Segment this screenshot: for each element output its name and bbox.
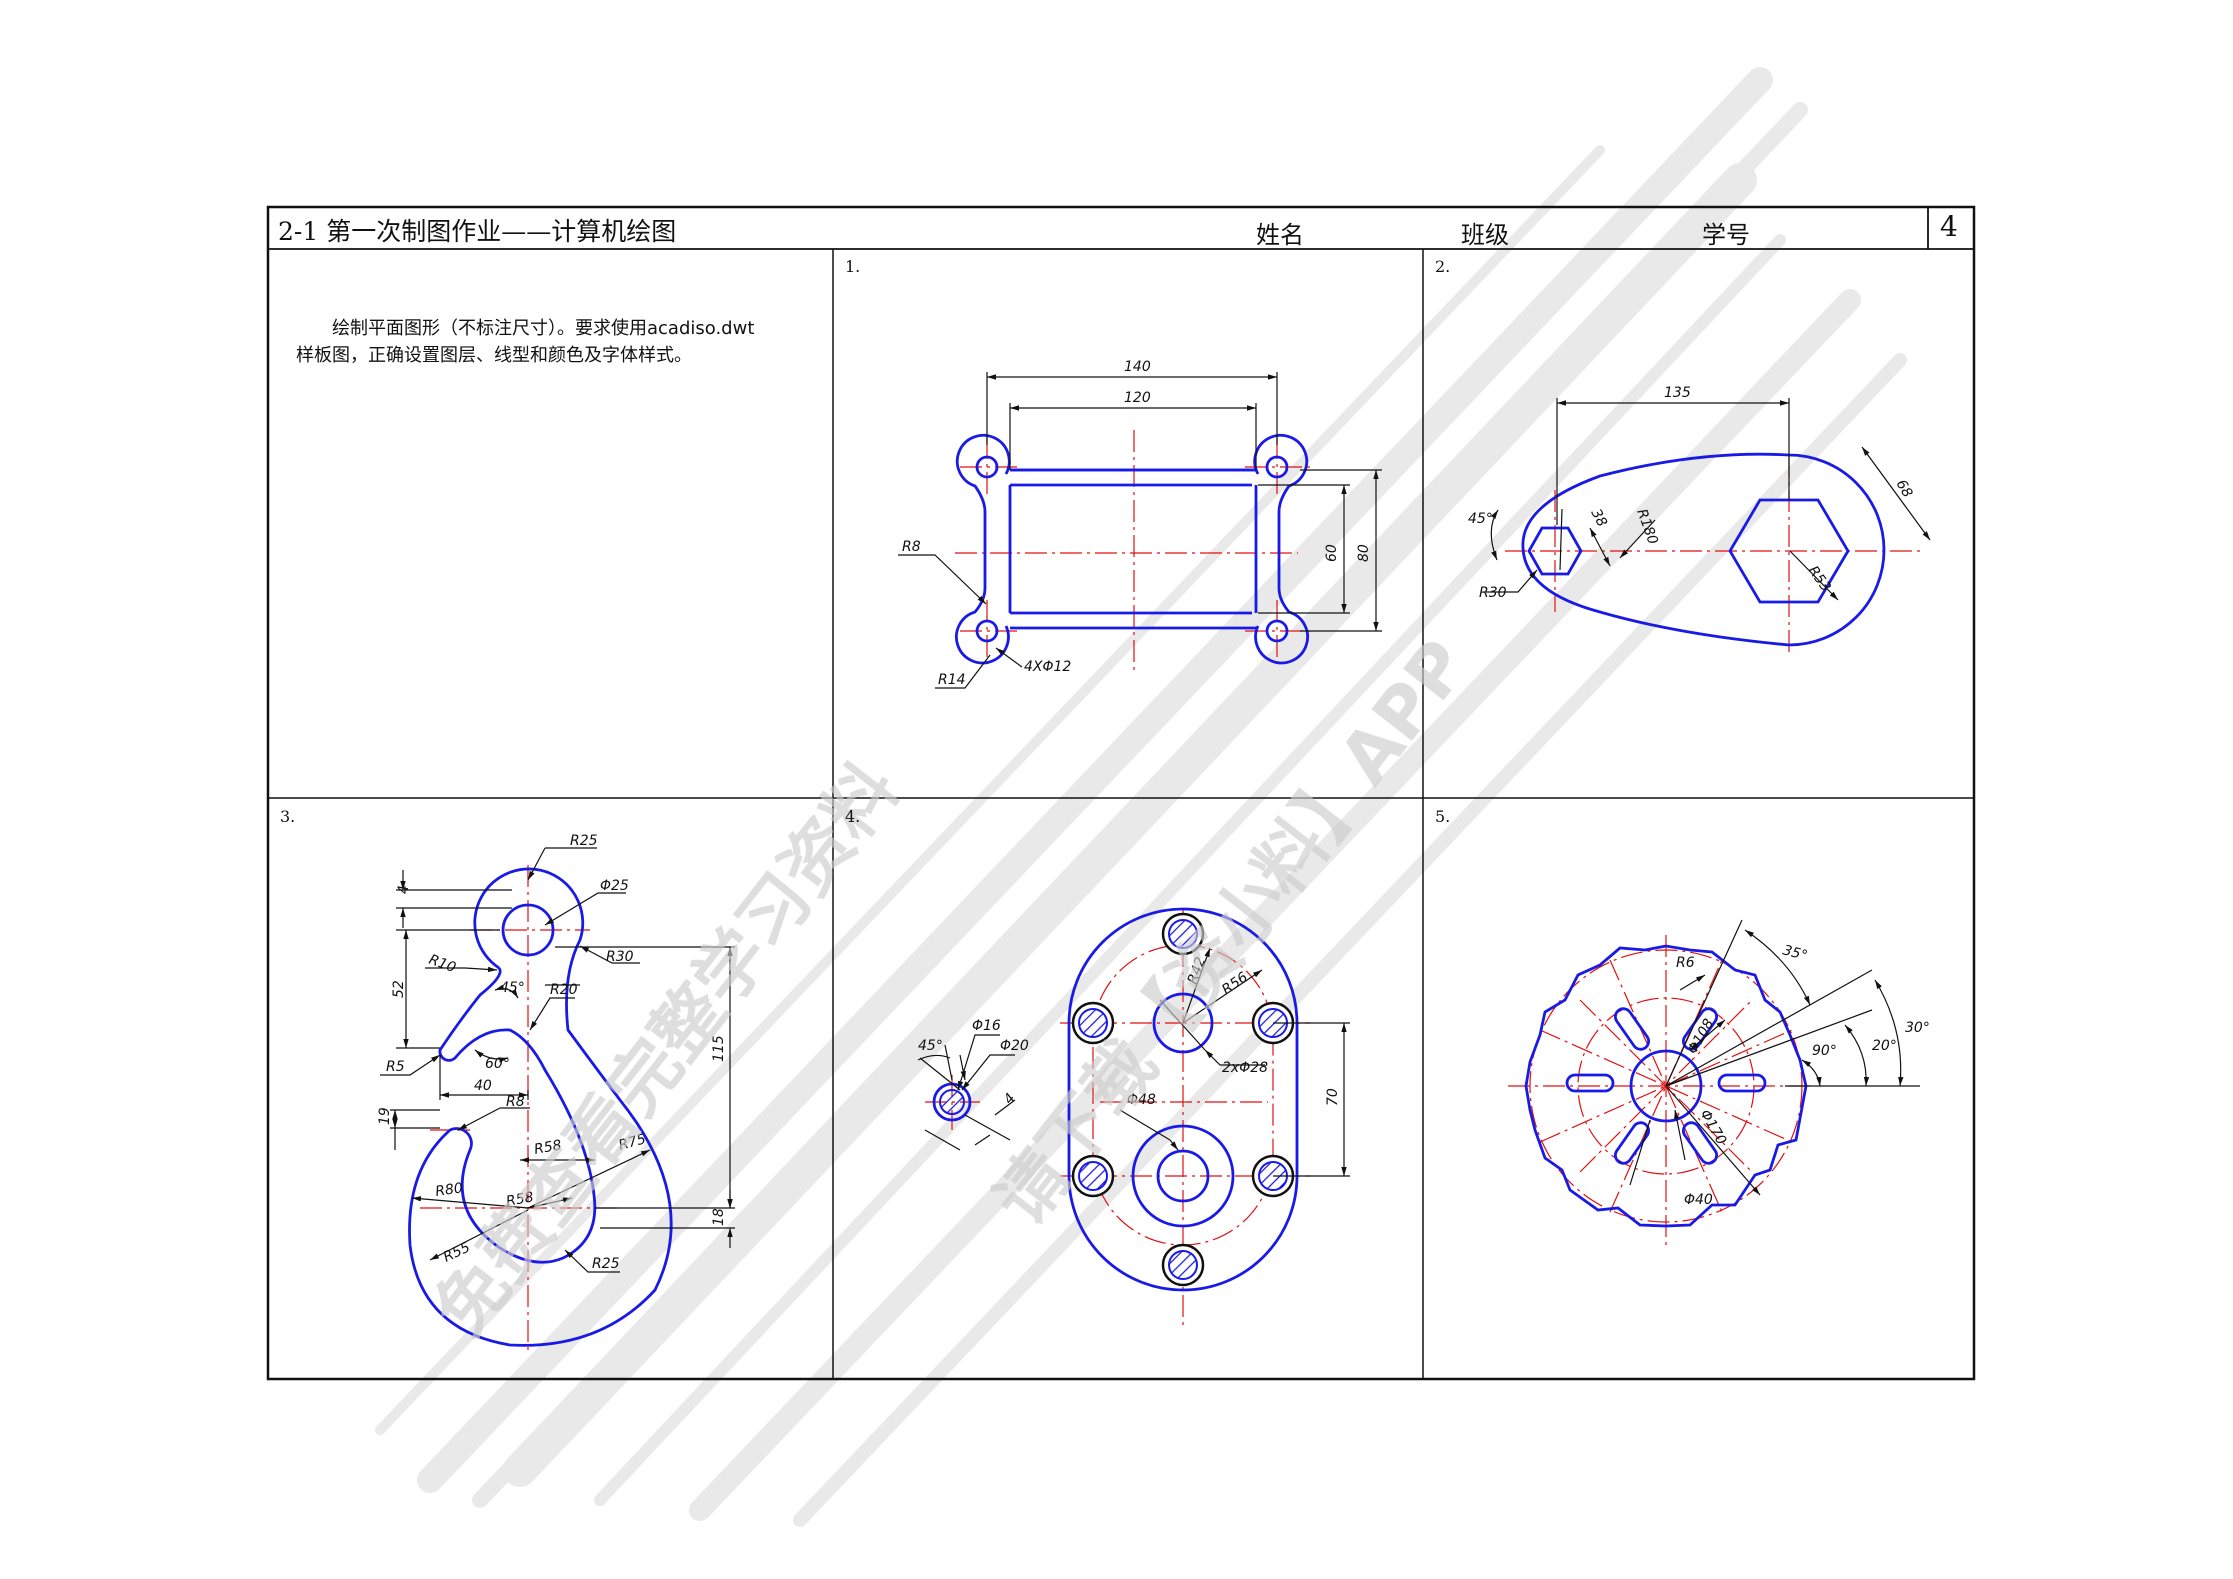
dim-text: R8 <box>902 539 921 555</box>
dim-text: 20° <box>1872 1038 1897 1054</box>
dim-text: 120 <box>1124 390 1151 406</box>
dim-text: R6 <box>1676 955 1695 971</box>
dim-text: R80 <box>434 1180 464 1200</box>
dim-text: R8 <box>506 1094 525 1110</box>
dim-text: R30 <box>606 949 634 965</box>
dim-text: Φ20 <box>1000 1038 1029 1054</box>
class-label: 班级 <box>1461 221 1509 249</box>
instructions-line-2: 样板图，正确设置图层、线型和颜色及字体样式。 <box>296 345 692 366</box>
dim-text: R53 <box>1805 563 1834 595</box>
name-label: 姓名 <box>1256 221 1304 249</box>
sheet-title: 2-1 第一次制图作业——计算机绘图 <box>278 217 677 246</box>
dim-text: R25 <box>592 1256 620 1272</box>
panel-5-number: 5. <box>1435 807 1451 826</box>
dim-text: 115 <box>711 1035 727 1062</box>
dim-text: R75 <box>617 1131 648 1154</box>
dim-text: 4 <box>396 885 412 894</box>
dim-text: 135 <box>1664 385 1691 401</box>
dim-text: 90° <box>1812 1043 1837 1059</box>
dim-text: 68 <box>1893 477 1916 501</box>
dim-text: R20 <box>550 982 578 998</box>
dim-text: 40 <box>474 1078 492 1094</box>
dim-text: 45° <box>1468 511 1493 527</box>
title-frame <box>266 205 1976 1381</box>
dim-text: R58 <box>505 1189 535 1210</box>
panel-5-drawing: 35° R6 30° Φ108 90° 20° Φ170 Φ40 <box>1508 919 1930 1245</box>
dim-text: 30° <box>1905 1020 1930 1036</box>
dim-text: Φ40 <box>1684 1192 1713 1208</box>
dim-text: 60° <box>485 1056 510 1072</box>
dim-text: 70 <box>1325 1088 1341 1106</box>
dim-text: 18 <box>711 1208 727 1226</box>
panel-1-drawing: 140 120 60 80 R8 R14 4XΦ12 <box>898 359 1382 689</box>
watermark-brush <box>375 67 1907 1527</box>
dim-text: 45° <box>918 1038 943 1054</box>
panel-1-number: 1. <box>845 257 861 276</box>
student-id-label: 学号 <box>1702 221 1750 249</box>
dim-text: 4XΦ12 <box>1024 659 1071 675</box>
instructions-line-1: 绘制平面图形（不标注尺寸）。要求使用acadiso.dwt <box>332 318 755 339</box>
instructions: 绘制平面图形（不标注尺寸）。要求使用acadiso.dwt 样板图，正确设置图层… <box>296 315 796 369</box>
dim-text: Φ48 <box>1127 1092 1156 1108</box>
dim-text: 45° <box>500 980 525 996</box>
panel-4-number: 4. <box>845 807 861 826</box>
dim-text: 2xΦ28 <box>1222 1060 1268 1076</box>
panel-2-number: 2. <box>1435 257 1451 276</box>
panel-3-number: 3. <box>280 807 296 826</box>
dim-text: 60 <box>1324 544 1340 562</box>
dim-text: Φ25 <box>600 878 629 894</box>
dim-text: Φ108 <box>1685 1016 1718 1057</box>
dim-text: Φ16 <box>972 1018 1001 1034</box>
dim-text: R14 <box>938 672 966 688</box>
dim-text: 38 <box>1587 506 1610 529</box>
dim-text: 80 <box>1356 544 1372 562</box>
dim-text: 140 <box>1124 359 1151 375</box>
dim-text: 52 <box>391 980 407 998</box>
dim-text: R10 <box>427 952 458 976</box>
page-number: 4 <box>1940 210 1958 243</box>
dim-text: R58 <box>533 1137 563 1158</box>
hatched-bolts <box>939 912 1295 1287</box>
panel-4-drawing: R42 R56 45° Φ16 Φ20 2xΦ28 4 Φ48 70 <box>917 907 1350 1330</box>
dim-text: 4 <box>1001 1090 1019 1107</box>
dim-text: 19 <box>377 1107 393 1125</box>
dim-text: 35° <box>1781 942 1809 964</box>
dim-text: R25 <box>570 833 598 849</box>
dim-text: R5 <box>386 1059 405 1075</box>
panel-3-drawing: R25 Φ25 4 R10 R30 52 45° R20 R5 60° 40 R… <box>377 833 735 1350</box>
dim-text: R30 <box>1479 585 1507 601</box>
